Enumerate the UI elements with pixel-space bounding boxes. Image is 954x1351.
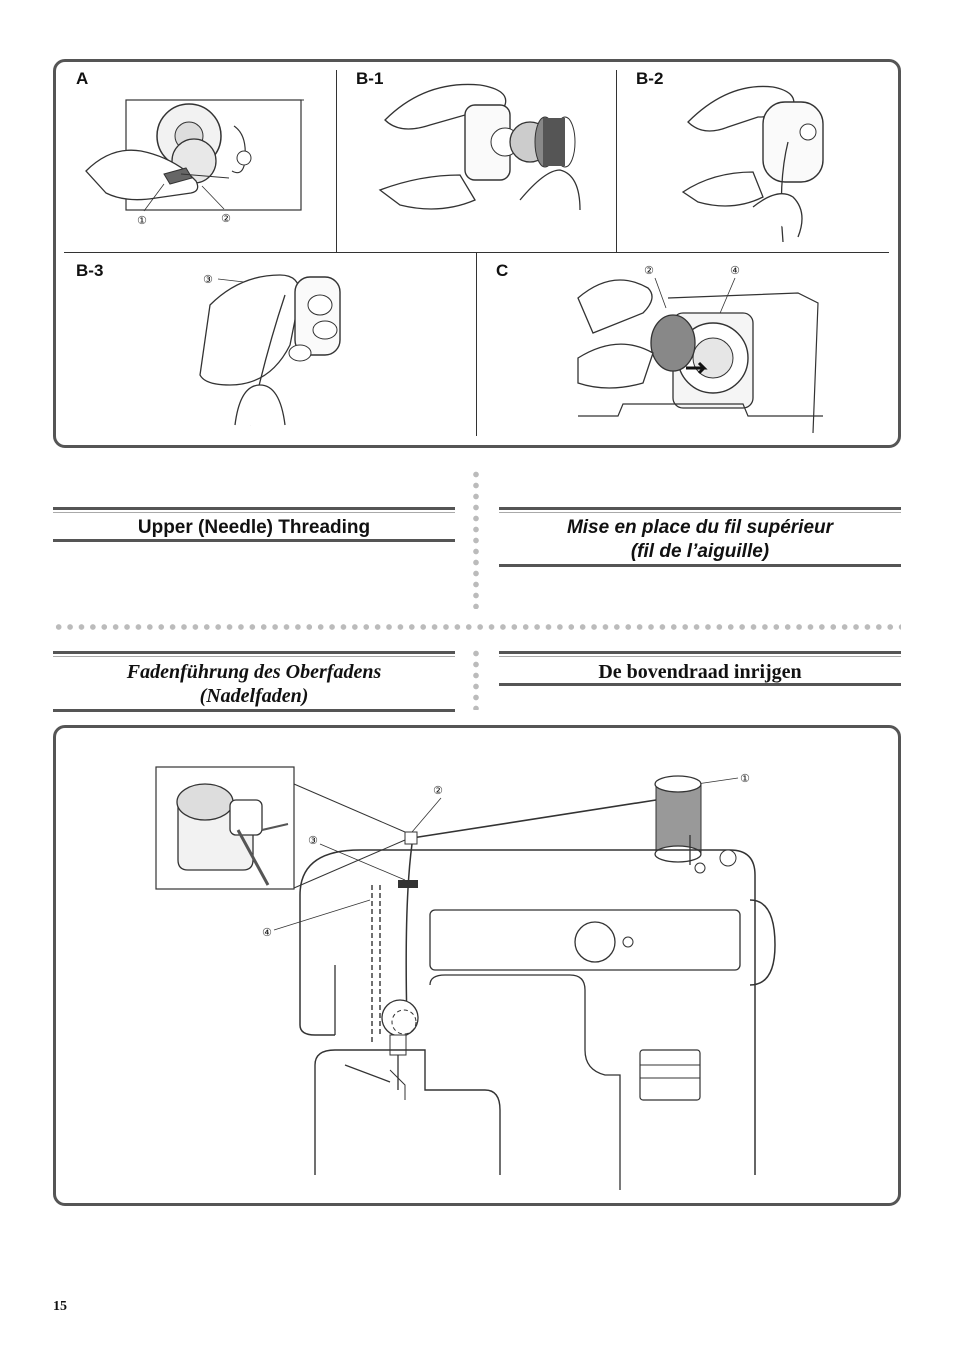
callout-4: ④ (262, 926, 272, 939)
panel-divider-b3-c (476, 253, 477, 436)
callout-3: ③ (308, 834, 318, 847)
illustration-b3-thread-through-slot: ③ (199, 273, 341, 426)
illustration-sewing-machine-threading: ① ② ③ ④ (155, 766, 776, 1190)
heading-french: Mise en place du fil supérieur (fil de l… (499, 507, 901, 567)
page-number: 15 (53, 1299, 67, 1314)
dotted-separator-vertical-bottom (473, 648, 479, 710)
callout-2: ② (221, 212, 231, 225)
callout-3: ③ (203, 273, 213, 286)
panel-divider-b1-b2 (616, 70, 617, 252)
callout-2: ② (644, 264, 654, 277)
figure-label-b3: B-3 (76, 261, 104, 280)
heading-german: Fadenführung des Oberfadens (Nadelfaden) (53, 651, 455, 712)
illustration-c-insert-bobbin-case: ② ④ (577, 264, 823, 434)
figure-label-b2: B-2 (636, 69, 664, 88)
dotted-separator-horizontal (53, 624, 901, 630)
heading-french-line2: (fil de l’aiguille) (630, 541, 770, 562)
illustration-b1-insert-bobbin (378, 83, 581, 211)
panel-divider-a-b1 (336, 70, 337, 252)
callout-4: ④ (730, 264, 740, 277)
panel-divider-horizontal (64, 252, 889, 253)
heading-german-line1: Fadenführung des Oberfadens (126, 661, 382, 683)
heading-english: Upper (Needle) Threading (53, 507, 455, 542)
callout-1: ① (740, 772, 750, 785)
heading-english-text: Upper (Needle) Threading (137, 517, 371, 538)
figure-label-a: A (76, 69, 89, 88)
callout-1: ① (137, 214, 147, 227)
heading-french-line1: Mise en place du fil supérieur (566, 517, 834, 538)
heading-dutch-text: De bovendraad inrijgen (598, 661, 802, 683)
figure-label-b1: B-1 (356, 69, 384, 88)
heading-german-line2: (Nadelfaden) (199, 685, 309, 707)
dotted-separator-vertical-top (473, 469, 479, 609)
heading-dutch: De bovendraad inrijgen (499, 651, 901, 686)
figure-label-c: C (496, 261, 509, 280)
illustration-b2-pull-thread (681, 85, 824, 243)
callout-2: ② (433, 784, 443, 797)
illustration-a-bobbin-case-removal: ① ② (85, 99, 304, 227)
